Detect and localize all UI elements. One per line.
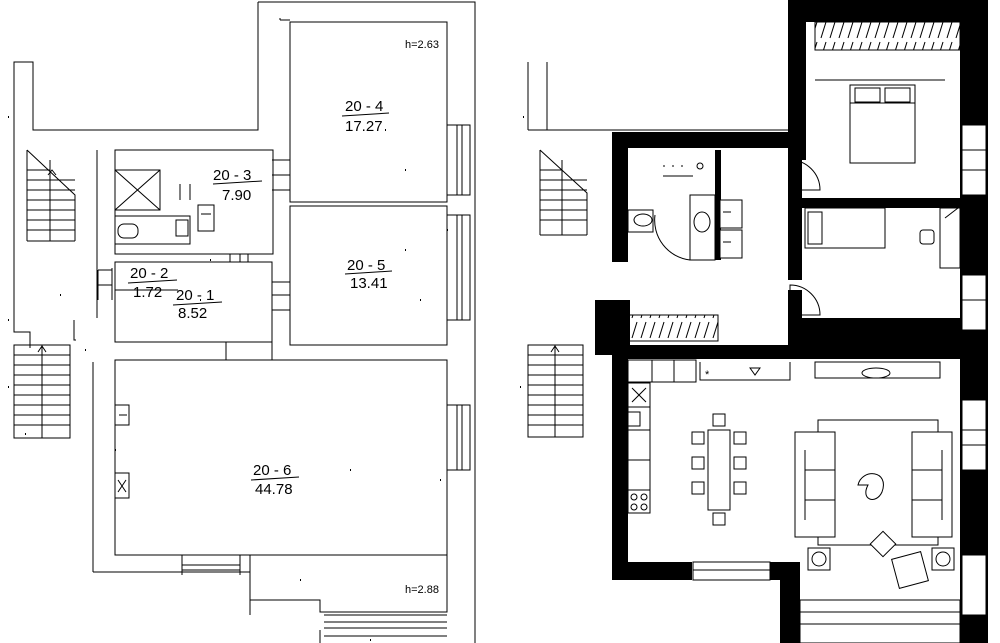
room-20-5-label: 20 - 5 13.41 [344,257,393,292]
living-furniture [794,361,955,589]
desk [919,207,961,269]
dining-table [691,413,747,526]
room-20-6-label: 20 - 6 44.78 [250,462,300,498]
svg-text:20 - 5: 20 - 5 [347,257,385,274]
svg-text:20 - 4: 20 - 4 [345,98,383,115]
sink [197,204,215,232]
stair-upper [26,149,76,242]
single-bed [804,207,886,249]
bathroom-fixtures [627,162,743,261]
room-20-4-label: 20 - 4 17.27 [341,98,390,135]
svg-text:20 - 6: 20 - 6 [253,462,291,479]
furnished-plan: * [520,0,988,643]
room-20-5-outline [289,205,448,346]
room-20-6-outline [114,359,448,556]
stair-lower [13,344,71,439]
wardrobe-study [814,321,906,349]
double-bed [849,84,916,164]
svg-text:20 - 2: 20 - 2 [130,265,168,282]
kitchen [627,359,697,514]
svg-text:17.27: 17.27 [345,118,383,135]
room-20-3-label: 20 - 3 7.90 [212,167,263,204]
shower [114,169,161,211]
room-20-2-outline [114,261,273,343]
svg-text:1.72: 1.72 [133,284,162,301]
room-20-4-outline [289,21,448,203]
room-20-2-label: 20 - 2 1.72 [127,265,178,301]
ceiling-height-upper: h=2.63 [405,39,439,51]
svg-text:44.78: 44.78 [255,481,293,498]
measurement-plan [8,1,476,643]
svg-text:20 - 3: 20 - 3 [213,167,251,184]
svg-text:8.52: 8.52 [178,305,207,322]
star-mark: * [705,369,710,381]
svg-text:7.90: 7.90 [222,187,251,204]
wc-box [114,215,191,245]
exterior-outline [13,1,476,643]
wardrobe-bedroom [814,21,961,51]
svg-text:20 - 1: 20 - 1 [176,287,214,304]
room-20-1-label: 20 - 1 8.52 [172,287,223,322]
door-swings [654,159,821,316]
wardrobe-hall [627,314,719,342]
stair-right [527,149,588,438]
svg-text:13.41: 13.41 [350,275,388,292]
ceiling-height-lower: h=2.88 [405,584,439,596]
